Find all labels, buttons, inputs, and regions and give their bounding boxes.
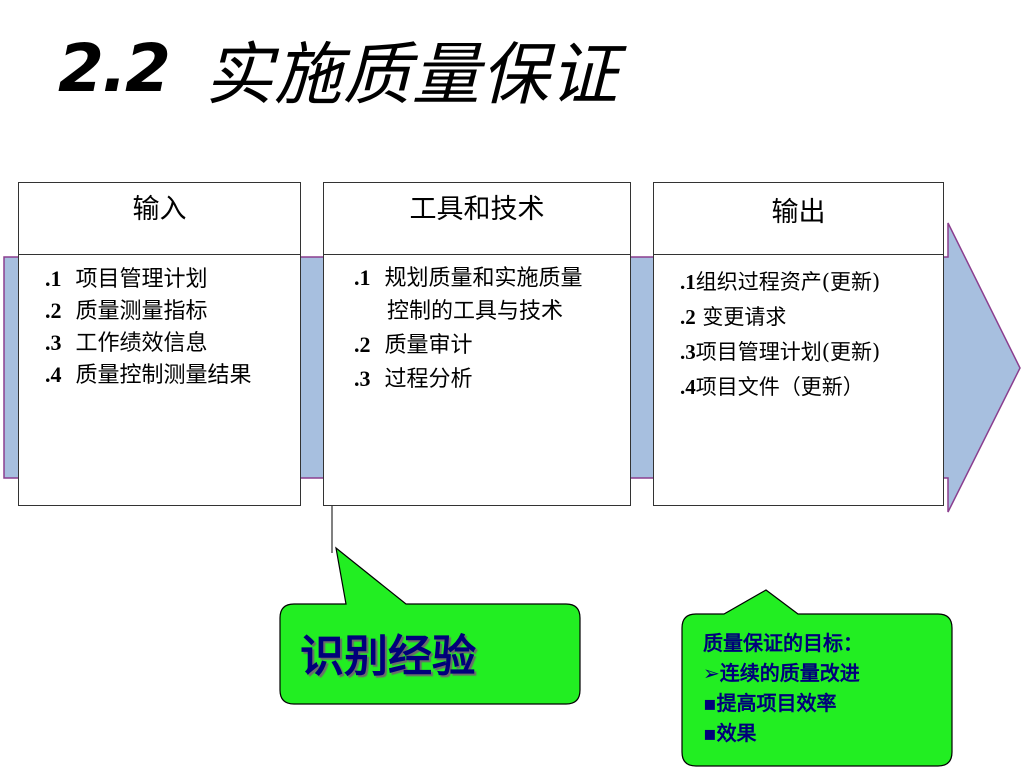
goal-item: ➢连续的质量改进 [703,661,860,685]
inputs-box: 输入 .1 项目管理计划 .2 质量测量指标 .3 工作绩效信息 .4 质量控制… [18,182,301,506]
inputs-heading: 输入 [19,183,300,255]
page-title: 2.2 实施质量保证 [58,18,619,118]
arrow-bullet-icon: ➢ [703,661,720,685]
section-number: 2.2 [58,29,171,107]
identify-callout-text: 识别经验 [300,631,476,682]
goal-item: ▪效果 [703,721,757,745]
goals-heading: 质量保证的目标： [703,631,863,655]
tools-list: .1 规划质量和实施质量 控制的工具与技术 .2 质量审计 .3 过程分析 [354,261,583,396]
list-item: .2 质量审计 [354,332,473,358]
list-item: .4项目文件（更新） [680,375,864,399]
goal-item: ▪提高项目效率 [703,691,837,715]
goals-callout-shape [681,589,953,767]
identify-callout-shape [279,546,581,705]
list-item: .1组织过程资产(更新) [680,270,881,294]
square-bullet-icon: ▪ [703,691,717,715]
section-title: 实施质量保证 [204,35,619,115]
goals-callout-text: 质量保证的目标： ➢连续的质量改进 ▪提高项目效率 ▪效果 [703,628,863,748]
list-item: .3 工作绩效信息 [45,330,208,356]
outputs-heading: 输出 [654,183,943,255]
list-item-continuation: 控制的工具与技术 [387,299,564,324]
square-bullet-icon: ▪ [703,721,717,745]
list-item: .1 规划质量和实施质量 [354,265,583,291]
outputs-list: .1组织过程资产(更新) .2 变更请求 .3项目管理计划(更新) .4项目文件… [680,265,880,405]
tools-heading: 工具和技术 [324,183,630,255]
list-item: .2 变更请求 [680,305,787,329]
tools-box: 工具和技术 .1 规划质量和实施质量 控制的工具与技术 .2 质量审计 .3 过… [323,182,631,506]
inputs-list: .1 项目管理计划 .2 质量测量指标 .3 工作绩效信息 .4 质量控制测量结… [45,263,252,391]
list-item: .4 质量控制测量结果 [45,362,252,388]
list-item: .1 项目管理计划 [45,266,208,292]
list-item: .3 过程分析 [354,366,473,392]
list-item: .2 质量测量指标 [45,298,208,324]
outputs-box: 输出 .1组织过程资产(更新) .2 变更请求 .3项目管理计划(更新) .4项… [653,182,944,506]
list-item: .3项目管理计划(更新) [680,340,881,364]
